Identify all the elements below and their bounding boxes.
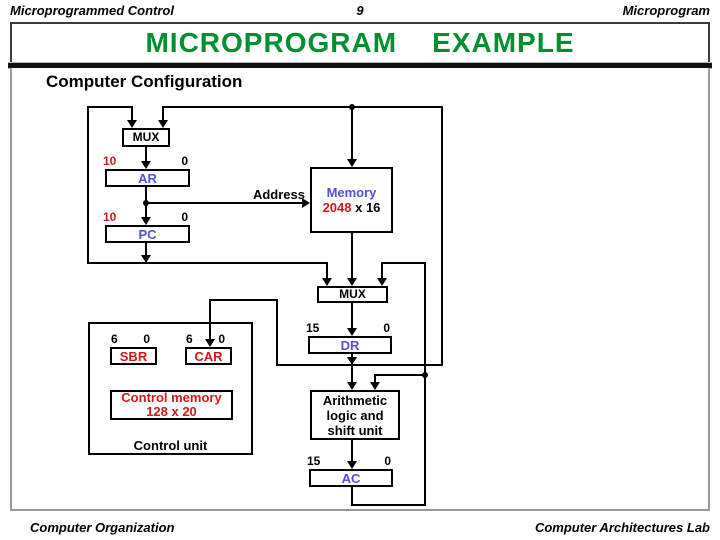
sbr-low-bit: 0	[143, 332, 150, 346]
wire-ac-into-mux2	[381, 263, 383, 279]
car-label: CAR	[194, 348, 223, 364]
ac-label: AC	[341, 470, 361, 486]
mux1-box: MUX	[122, 128, 170, 147]
ac-high-bit: 15	[307, 454, 321, 468]
control-memory-line2: 128 x 20	[146, 404, 197, 419]
alu-line2: logic and	[326, 407, 384, 423]
junction-ar-address	[143, 200, 149, 206]
pc-label: PC	[138, 226, 157, 242]
wire-into-car	[209, 299, 211, 340]
wire-top-right-segment	[162, 106, 443, 108]
memory-size-label: 2048 x 16	[323, 200, 381, 215]
arrow-into-mux1-left	[127, 120, 137, 128]
sbr-label: SBR	[119, 348, 148, 364]
wire-pc-out	[145, 243, 147, 256]
memory-word-size: x 16	[351, 200, 381, 215]
wire-ac-into-alu	[374, 375, 376, 384]
control-memory-line1: Control memory	[121, 390, 222, 405]
wire-ac-bottom-horizontal	[351, 504, 426, 506]
arrow-into-car	[205, 339, 215, 347]
car-register-box: CAR	[185, 347, 232, 365]
dr-label: DR	[340, 337, 360, 353]
wire-dr-out	[351, 354, 353, 358]
wire-mux1-to-ar	[145, 147, 147, 162]
dr-register-box: DR	[308, 336, 392, 354]
mux1-label: MUX	[132, 130, 160, 144]
slide-title: MICROPROGRAM EXAMPLE	[145, 27, 575, 58]
wire-pc-bus-horizontal	[87, 262, 328, 264]
wire-address-horizontal	[145, 202, 303, 204]
ac-register-box: AC	[309, 469, 393, 487]
arrow-dr-into-bus	[347, 357, 357, 365]
sbr-high-bit: 6	[111, 332, 118, 346]
arrow-into-mux1-right	[158, 120, 168, 128]
ar-high-bit: 10	[103, 154, 117, 168]
address-label: Address	[252, 187, 305, 202]
mux2-label: MUX	[339, 287, 366, 301]
arrow-into-mux2-left	[322, 278, 332, 286]
car-low-bit: 0	[218, 332, 225, 346]
section-heading: Computer Configuration	[46, 72, 243, 91]
wire-alu-right-input-horizontal	[374, 374, 426, 376]
header-page-number: 9	[356, 3, 364, 18]
arrow-into-mux2-right	[377, 278, 387, 286]
arrow-into-alu-left	[347, 382, 357, 390]
footer-left: Computer Organization	[30, 520, 175, 535]
pc-high-bit: 10	[103, 210, 117, 224]
wire-alu-to-ac	[351, 440, 353, 462]
dr-low-bit: 0	[383, 321, 390, 335]
memory-box: Memory 2048 x 16	[310, 167, 393, 233]
wire-ac-feedback-vertical	[424, 262, 426, 506]
wire-top-left-segment	[87, 106, 133, 108]
pc-register-box: PC	[105, 225, 190, 243]
ar-label: AR	[138, 170, 157, 186]
alu-line3: shift unit	[327, 422, 383, 438]
arrow-into-alu-right	[370, 382, 380, 390]
arrow-address-into-memory	[302, 198, 310, 208]
sbr-register-box: SBR	[110, 347, 157, 365]
memory-label: Memory	[326, 185, 377, 200]
wire-bus-to-car-vertical	[276, 299, 278, 366]
arrow-into-dr	[347, 328, 357, 336]
wire-dr-feedback-vertical	[441, 106, 443, 366]
ar-register-box: AR	[105, 169, 190, 187]
wire-memory-to-mux2	[351, 233, 353, 279]
wire-dr-bus-horizontal	[276, 364, 443, 366]
car-high-bit: 6	[186, 332, 193, 346]
control-memory-box: Control memory 128 x 20	[110, 390, 233, 420]
wire-car-horizontal	[209, 299, 278, 301]
wire-into-mux1-left	[131, 107, 133, 121]
wire-ac-top-segment	[381, 262, 426, 264]
footer-right: Computer Architectures Lab	[534, 520, 710, 535]
header-right: Microprogram	[622, 3, 710, 18]
wire-ac-out-down	[351, 487, 353, 506]
alu-box: Arithmetic logic and shift unit	[310, 390, 400, 440]
wire-bus-to-alu	[351, 366, 353, 383]
arrow-into-ar	[141, 161, 151, 169]
header-left: Microprogrammed Control	[10, 3, 174, 18]
arrow-pc-into-bus	[141, 255, 151, 263]
title-box: MICROPROGRAM EXAMPLE	[10, 22, 710, 62]
arrow-into-pc	[141, 217, 151, 225]
wire-into-mux1-right	[162, 107, 164, 121]
control-unit-box	[88, 322, 253, 455]
arrow-into-mux2-middle	[347, 278, 357, 286]
junction-memory-input	[349, 104, 355, 110]
wire-left-feedback-vertical	[87, 106, 89, 264]
ac-low-bit: 0	[384, 454, 391, 468]
wire-pcbus-into-mux2	[326, 263, 328, 279]
memory-size-value: 2048	[322, 200, 352, 215]
arrow-into-memory-top	[347, 159, 357, 167]
ar-low-bit: 0	[181, 154, 188, 168]
wire-mux2-to-dr	[351, 303, 353, 329]
wire-into-memory-top	[351, 107, 353, 160]
dr-high-bit: 15	[306, 321, 320, 335]
arrow-into-ac	[347, 461, 357, 469]
alu-line1: Arithmetic	[322, 392, 388, 408]
junction-ac-alu	[422, 372, 428, 378]
mux2-box: MUX	[317, 286, 388, 303]
control-unit-caption: Control unit	[133, 438, 208, 453]
pc-low-bit: 0	[181, 210, 188, 224]
